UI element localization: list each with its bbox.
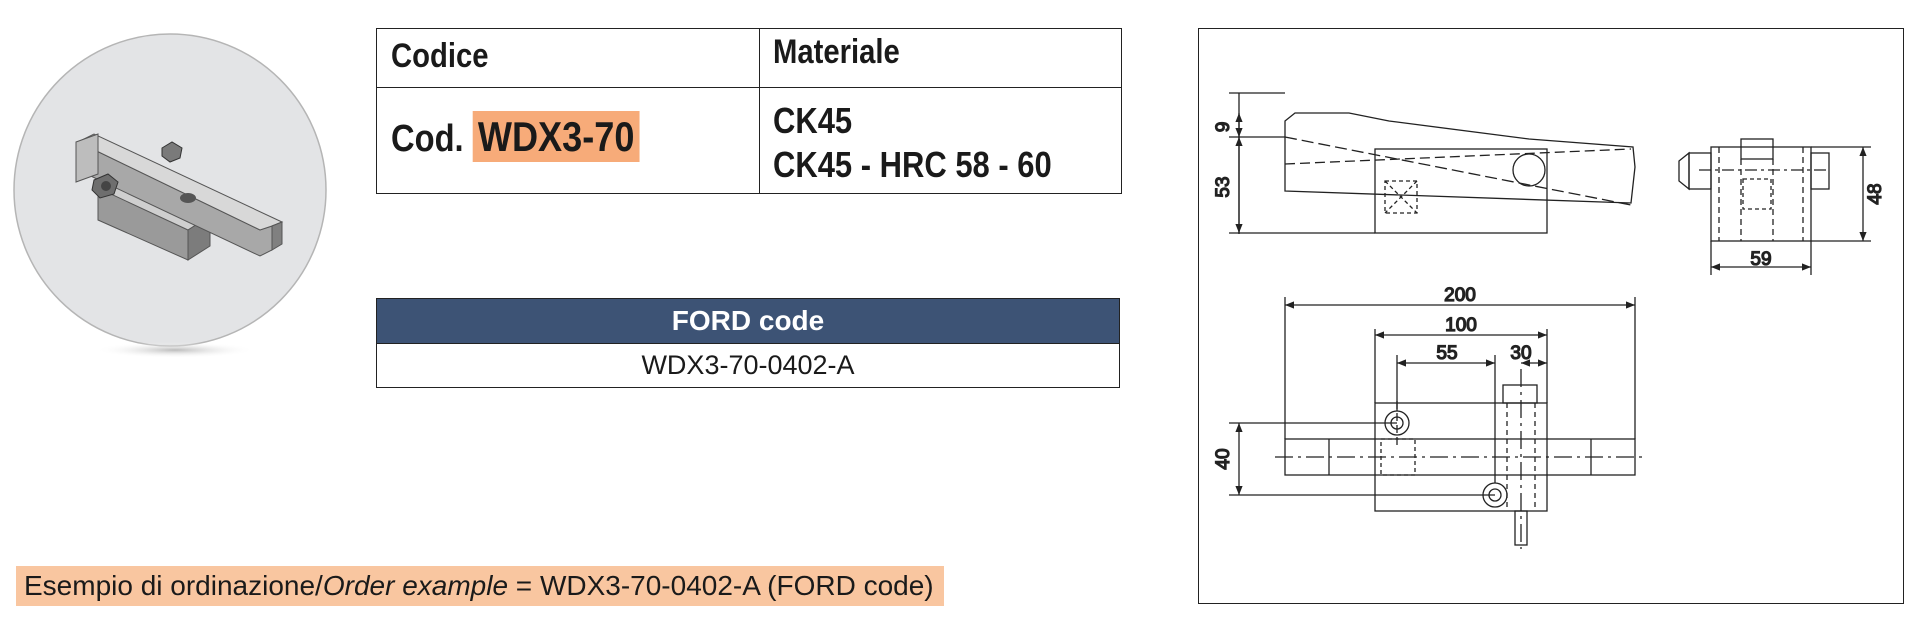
spec-table: Codice Materiale Cod. WDX3-70 CK45 CK45 …	[376, 28, 1122, 194]
dim-label: 40	[1213, 448, 1234, 469]
dim-label: 9	[1213, 122, 1234, 133]
order-example-label-en: Order example	[322, 570, 509, 601]
code-cell: Cod. WDX3-70	[391, 111, 640, 162]
dim-label: 48	[1865, 183, 1886, 204]
table-divider	[377, 87, 1121, 88]
dim-label: 59	[1750, 249, 1771, 270]
dim-label: 100	[1445, 315, 1477, 336]
material-line-2: CK45 - HRC 58 - 60	[773, 144, 1052, 185]
product-photo	[10, 30, 330, 360]
technical-drawing: 9 53 59 48	[1198, 28, 1904, 604]
ford-code-header: FORD code	[377, 299, 1119, 343]
order-example-label: Esempio di ordinazione/	[24, 570, 323, 601]
code-value: WDX3-70	[472, 111, 640, 162]
plan-view	[1229, 297, 1645, 549]
dim-label: 55	[1436, 343, 1457, 364]
material-line-1: CK45	[773, 100, 853, 141]
code-prefix: Cod.	[391, 118, 464, 160]
ford-code-table: FORD code WDX3-70-0402-A	[376, 298, 1120, 388]
order-example-value: = WDX3-70-0402-A (FORD code)	[508, 570, 934, 601]
header-material: Materiale	[773, 33, 900, 71]
ford-code-value: WDX3-70-0402-A	[377, 343, 1119, 387]
table-divider	[759, 29, 760, 193]
dim-label: 30	[1510, 343, 1531, 364]
header-code: Codice	[391, 37, 489, 75]
dim-label: 200	[1444, 285, 1476, 306]
side-view	[1229, 92, 1636, 234]
dim-label: 53	[1213, 176, 1234, 197]
end-view	[1678, 138, 1871, 275]
order-example-bar: Esempio di ordinazione/Order example = W…	[16, 566, 944, 606]
